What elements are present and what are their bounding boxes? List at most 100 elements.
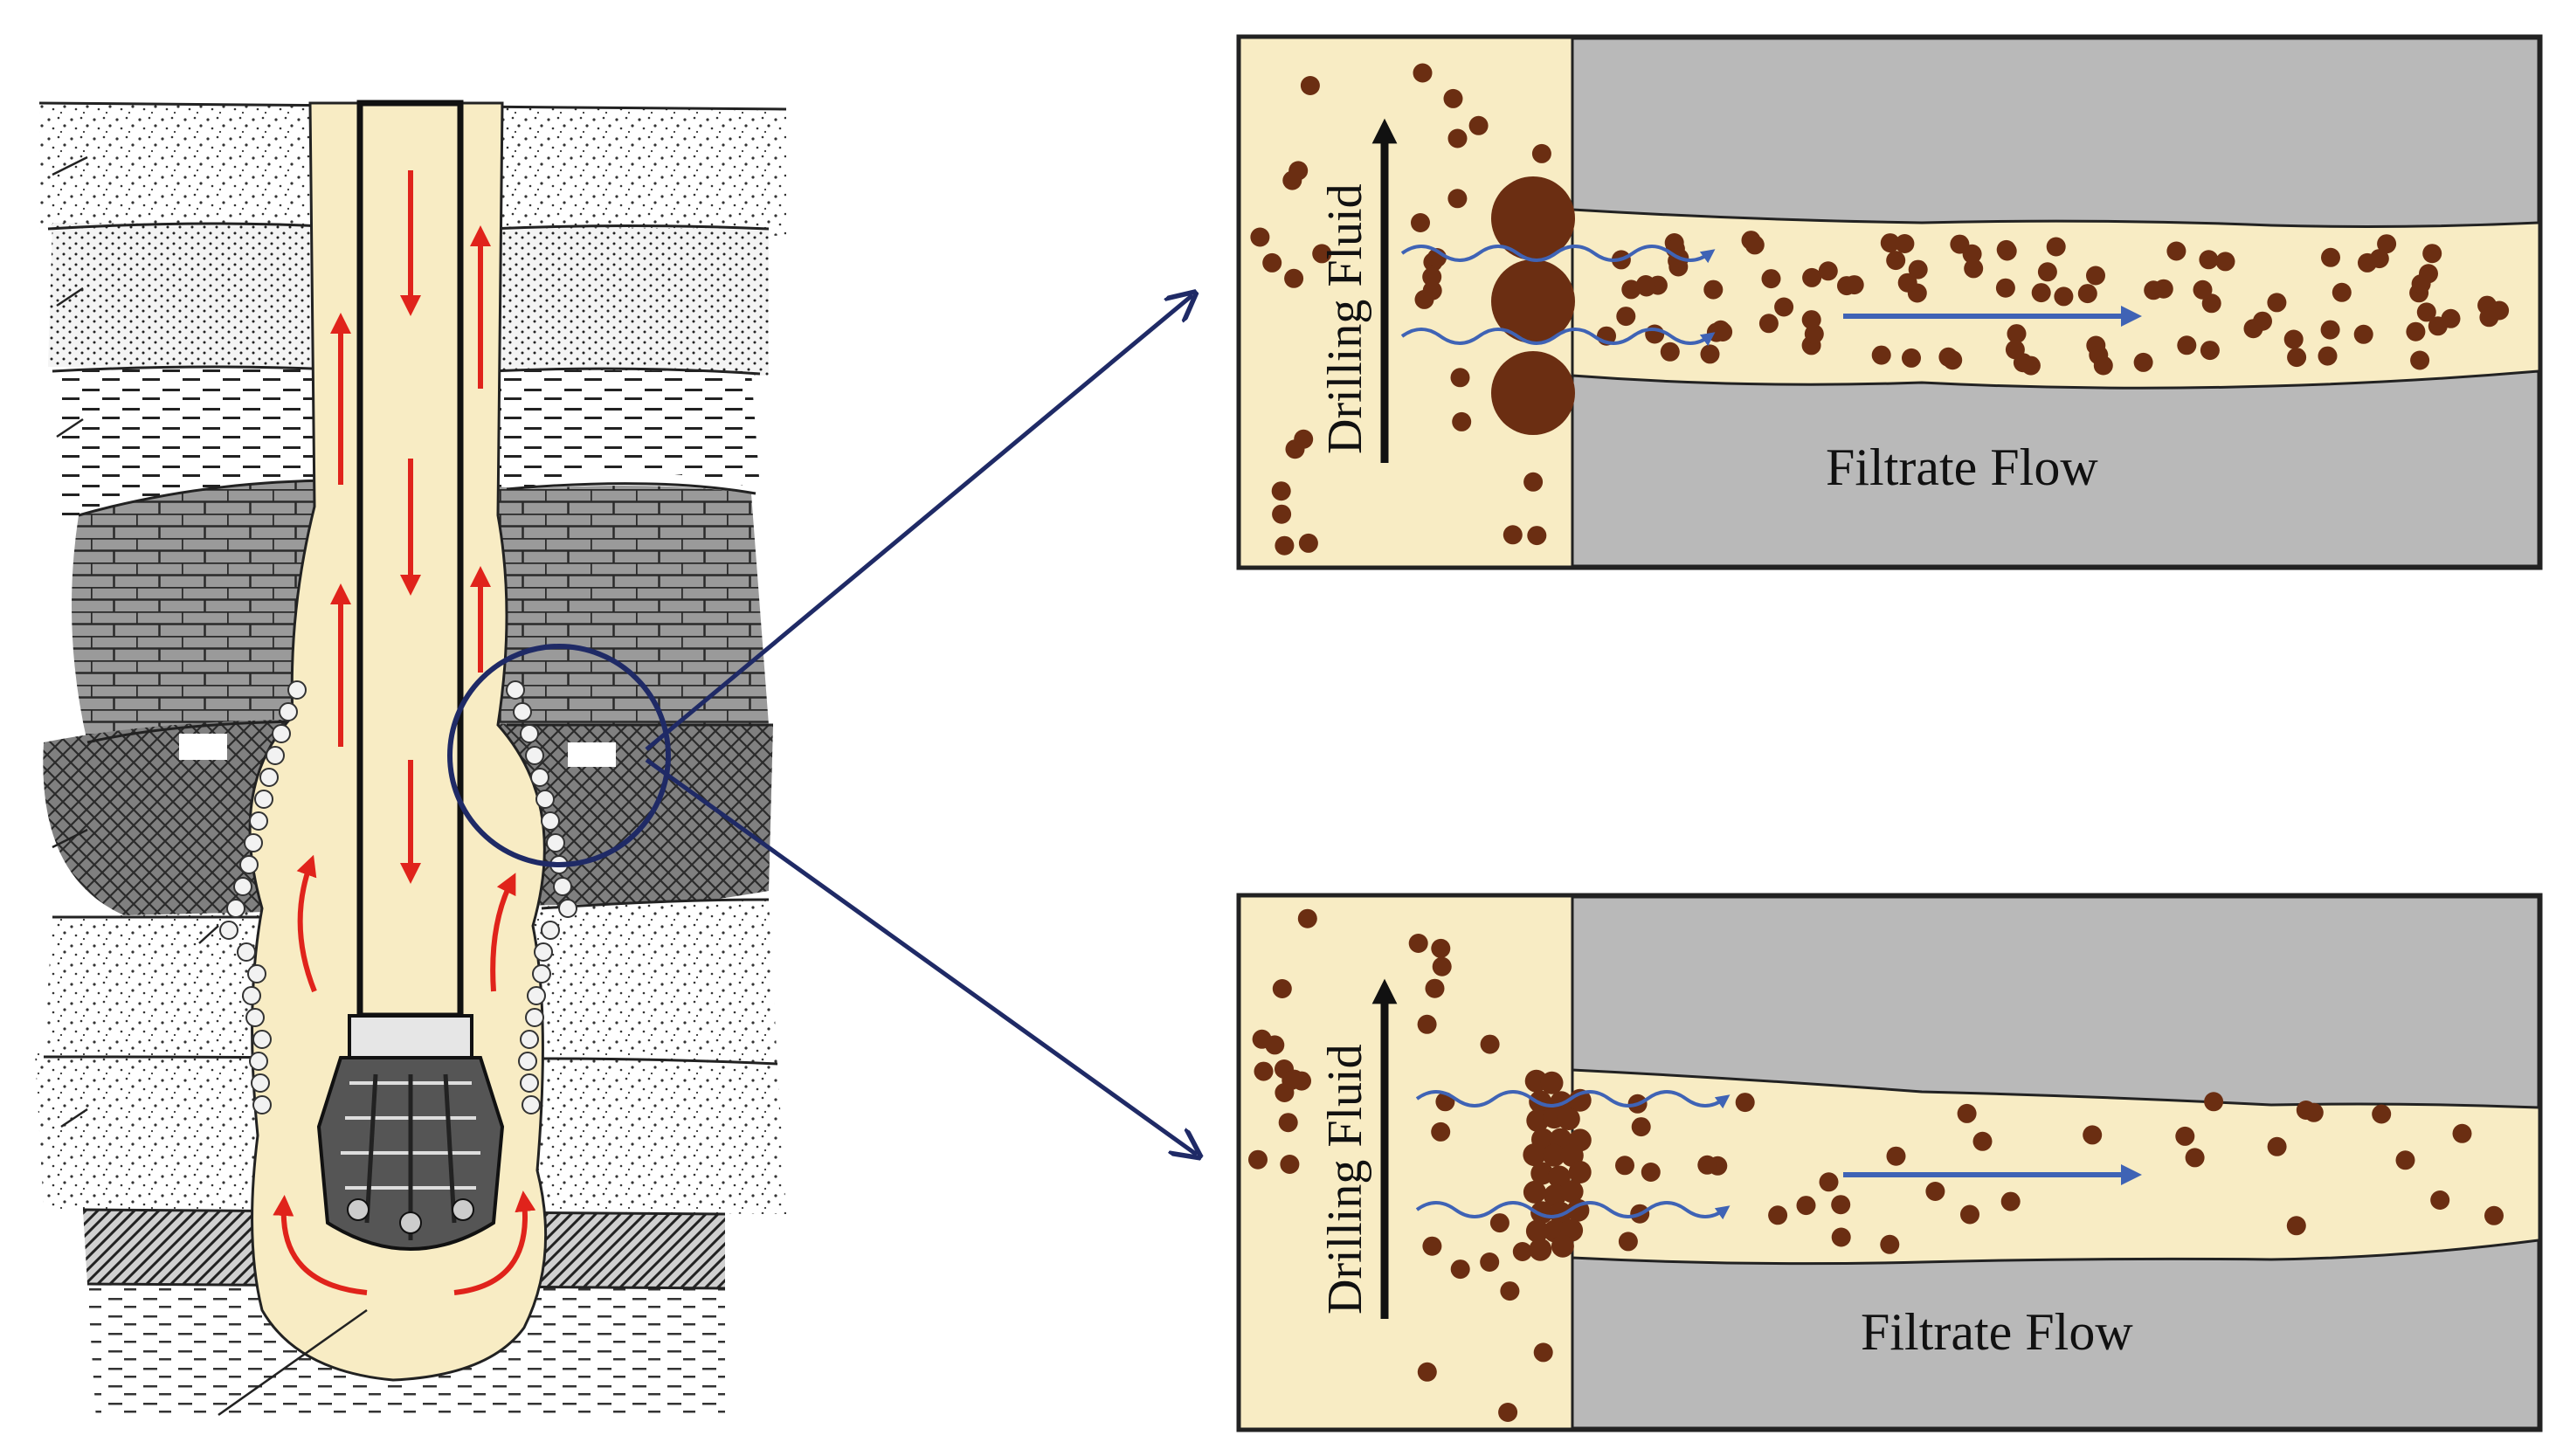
solid-particle: [1938, 347, 1959, 367]
drill-bit: [316, 1014, 505, 1251]
vug-right: [568, 742, 616, 767]
solid-particle: [1636, 275, 1655, 294]
solid-particle: [1880, 233, 1900, 253]
solid-particle: [1908, 259, 1928, 279]
solid-particle: [1895, 234, 1915, 253]
solid-particle: [1272, 979, 1292, 998]
solid-particle: [2253, 311, 2272, 331]
solid-particle: [1250, 227, 1270, 247]
solid-particle: [1447, 189, 1468, 209]
solid-particle: [1871, 345, 1891, 365]
solid-particle: [1897, 273, 1917, 293]
solid-particle: [1450, 368, 1470, 388]
rock-upper: [1571, 895, 2540, 1109]
solid-particle: [1801, 310, 1821, 330]
solid-particle: [2185, 1148, 2205, 1168]
solid-particle: [2422, 244, 2442, 264]
solid-particle: [1995, 278, 2015, 298]
solid-particle: [1503, 525, 1523, 545]
solid-particle: [1413, 63, 1433, 83]
solid-particle: [2086, 266, 2105, 286]
solid-particle: [2377, 234, 2397, 254]
solid-particle: [2395, 1150, 2415, 1170]
solid-particle: [2286, 1216, 2306, 1236]
solid-particle: [2479, 307, 2499, 328]
solid-particle: [1560, 1180, 1584, 1204]
solid-particle: [1284, 268, 1304, 288]
rock-lower: [1571, 1239, 2540, 1430]
solid-particle: [1254, 1061, 1274, 1081]
solid-particle: [1972, 1131, 1993, 1151]
solid-particle: [1735, 1093, 1755, 1113]
solid-particle: [1523, 472, 1544, 492]
rock-upper: [1571, 37, 2540, 228]
solid-particle: [1880, 1234, 1900, 1254]
solid-particle: [1431, 1121, 1451, 1142]
solid-particle: [1408, 934, 1428, 953]
solid-particle: [1422, 1236, 1442, 1256]
particle-large: [1491, 176, 1575, 260]
solid-particle: [2204, 1092, 2224, 1112]
solid-particle: [2406, 321, 2426, 342]
solid-particle: [1523, 1180, 1546, 1204]
solid-particle: [2287, 348, 2307, 368]
solid-particle: [1529, 1238, 1552, 1261]
solid-particle: [2000, 1191, 2021, 1211]
solid-particle: [1950, 234, 1970, 254]
solid-particle: [2304, 1102, 2324, 1122]
solid-particle: [1957, 1103, 1977, 1123]
solid-particle: [2411, 274, 2431, 293]
solid-particle: [1447, 128, 1468, 148]
solid-particle: [1300, 76, 1320, 95]
drilling-fluid-label: Drilling Fluid: [1318, 183, 1372, 454]
solid-particle: [1819, 1172, 1839, 1192]
solid-particle: [1280, 1155, 1300, 1174]
solid-particle: [1960, 1204, 1979, 1225]
rock-lower: [1571, 369, 2540, 568]
bridging-particles-large: [1491, 176, 1575, 435]
pointer-lines: [52, 155, 368, 1417]
solid-particle: [1774, 297, 1794, 317]
solid-particle: [1741, 231, 1761, 251]
solid-particle: [1297, 908, 1317, 928]
solid-particle: [1525, 1219, 1549, 1243]
up-arrow: [296, 854, 317, 993]
solid-particle: [1312, 244, 1332, 264]
solid-particle: [1489, 1213, 1509, 1233]
wavy-flow: [1415, 1090, 1731, 1220]
drilling-fluid-label: Drilling Fluid: [1318, 1044, 1372, 1315]
solid-particle: [2031, 283, 2051, 303]
solid-particle: [1557, 1108, 1580, 1130]
solid-particle: [1964, 259, 1984, 279]
solid-particle: [1831, 1195, 1851, 1215]
solid-particle: [1549, 1201, 1572, 1225]
solid-particle: [1285, 439, 1305, 459]
solid-particle: [1275, 535, 1295, 555]
magnifier-circle: [447, 644, 671, 867]
solid-particle: [2037, 262, 2057, 282]
up-arrow: [453, 1190, 536, 1295]
solid-particle: [1547, 1165, 1571, 1189]
circulation-arrows: [273, 170, 536, 1295]
solid-particle: [2093, 355, 2113, 376]
solid-particle: [1417, 1362, 1437, 1382]
solid-particle: [2200, 341, 2220, 361]
solid-particle: [1710, 320, 1731, 340]
solid-particle: [2007, 324, 2027, 344]
solid-particle: [1512, 1242, 1532, 1261]
solid-particle: [1645, 324, 1665, 344]
solid-particle: [2021, 355, 2041, 376]
solid-particle: [1796, 1196, 1816, 1216]
solid-particle: [1768, 1205, 1788, 1225]
solid-particle: [2320, 320, 2340, 340]
filtrate-flow-label: Filtrate Flow: [1861, 1303, 2133, 1361]
solid-particle: [2318, 346, 2338, 366]
solid-particle: [1660, 342, 1680, 362]
solid-particle: [1468, 115, 1489, 135]
solid-particle: [1443, 88, 1463, 108]
solid-particle: [1531, 143, 1551, 163]
solid-particle: [2441, 308, 2461, 328]
up-arrow: [490, 873, 516, 992]
solid-particle: [1527, 526, 1547, 546]
